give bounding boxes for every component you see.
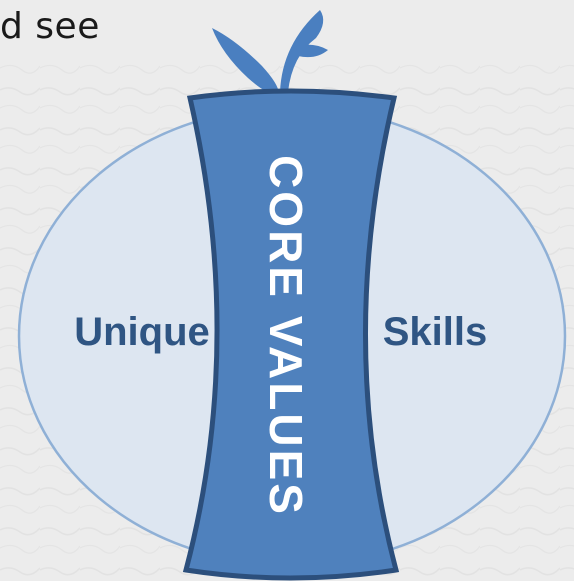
- skills-label: Skills: [383, 310, 488, 354]
- partial-heading-text: d see: [0, 6, 100, 47]
- apple-stem-icon: [212, 10, 328, 96]
- core-values-label: CORE VALUES: [260, 155, 312, 517]
- core-band: [182, 88, 400, 581]
- unique-label: Unique: [74, 310, 210, 354]
